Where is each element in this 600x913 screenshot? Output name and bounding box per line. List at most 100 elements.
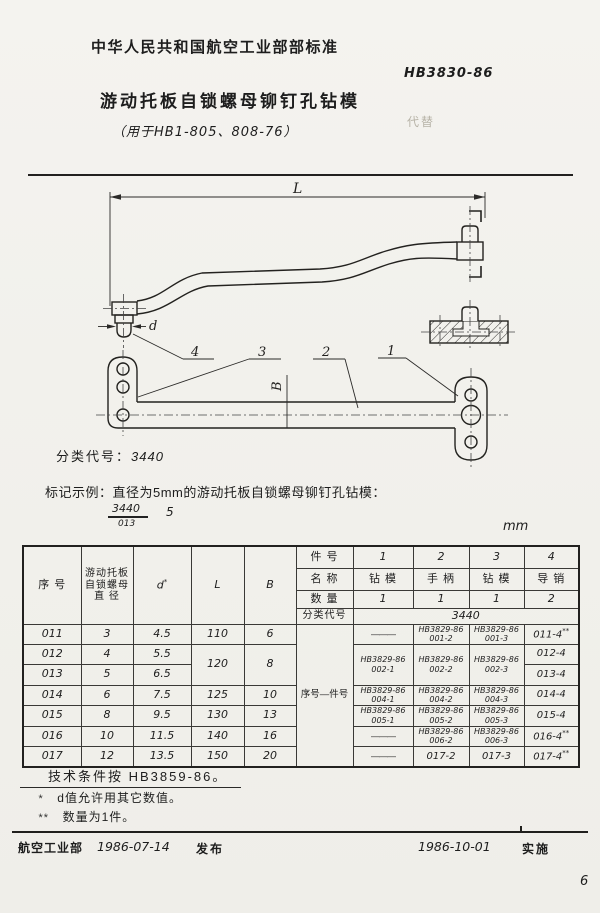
table-cell: HB3829-86 002-3 xyxy=(468,643,525,686)
table-cell: 150 xyxy=(190,745,245,768)
row-header-qty: 数 量 xyxy=(295,589,354,609)
part-qty-2: 1 xyxy=(412,589,470,609)
table-cell: 120 xyxy=(190,643,245,686)
table-cell: 015 xyxy=(22,704,82,727)
row-header-class: 分类代号 xyxy=(295,607,354,625)
centerlines-plan xyxy=(96,350,508,470)
classification-value: 3440 xyxy=(131,449,164,464)
units-label: mm xyxy=(503,519,529,534)
part-name-2: 手 柄 xyxy=(412,567,470,591)
table-cell: 015-4 xyxy=(523,704,580,727)
plan-view xyxy=(107,356,488,461)
table-cell: 014-4 xyxy=(523,684,580,706)
table-cell: 017-3 xyxy=(468,745,525,768)
table-cell: 017-2 xyxy=(412,745,470,768)
dim-d-label: d xyxy=(149,319,157,334)
footer-rule xyxy=(12,831,588,833)
centerlines-side xyxy=(103,206,471,348)
table-cell: 16 xyxy=(243,725,297,747)
table-cell: 12 xyxy=(80,745,134,768)
table-cell: 7.5 xyxy=(132,684,192,706)
marking-example: 标记示例：直径为5mm的游动托板自锁螺母铆钉孔钻模： xyxy=(45,485,386,500)
part-no-1: 1 xyxy=(352,545,414,569)
page-number: 6 xyxy=(580,874,589,889)
col-header-diameter: 游动托板 自锁螺母 直 径 xyxy=(80,545,134,625)
spec-table: 序 号 游动托板 自锁螺母 直 径 d* L B 件 号 1 2 3 4 名 称… xyxy=(22,545,580,768)
standard-body-header: 中华人民共和国航空工业部部标准 xyxy=(91,39,339,56)
supersedes-note: 代替 xyxy=(407,115,436,129)
footer-rule-tick xyxy=(520,826,522,832)
table-cell: 017 xyxy=(22,745,82,768)
seq-part-label: 序号—件号 xyxy=(295,623,354,768)
table-cell: 4 xyxy=(80,643,134,665)
table-cell: ——— xyxy=(352,745,414,768)
table-cell: 3 xyxy=(80,623,134,645)
table-cell: HB3829-86 001-3 xyxy=(468,623,525,645)
callout-2: 2 xyxy=(321,345,330,360)
part-qty-1: 1 xyxy=(352,589,414,609)
table-cell: 6.5 xyxy=(132,663,192,686)
release-date: 1986-07-14 xyxy=(97,839,170,854)
class-code-cell: 3440 xyxy=(352,607,580,625)
part-no-3: 3 xyxy=(468,545,525,569)
table-cell: 13 xyxy=(243,704,297,727)
designation-numerator: 3440 xyxy=(112,502,140,515)
handle-side-view xyxy=(111,225,484,338)
table-cell: 013 xyxy=(22,663,82,686)
standard-number: HB3830-86 xyxy=(404,66,494,81)
table-cell: 6 xyxy=(80,684,134,706)
section-cut-marks xyxy=(469,210,482,278)
doc-subtitle: （用于HB1-805、808-76） xyxy=(112,125,298,140)
part-name-1: 钻 模 xyxy=(352,567,414,591)
callout-4: 4 xyxy=(190,345,199,360)
table-cell: 6 xyxy=(243,623,297,645)
table-cell: HB3829-86 005-1 xyxy=(352,704,414,727)
part-no-2: 2 xyxy=(412,545,470,569)
table-cell: HB3829-86 006-3 xyxy=(468,725,525,747)
note-d-value: *d值允许用其它数值。 xyxy=(38,791,182,805)
dimension-d xyxy=(98,324,146,329)
col-header-d: d* xyxy=(132,545,192,625)
table-cell: 10 xyxy=(80,725,134,747)
table-cell: HB3829-86 001-2 xyxy=(412,623,470,645)
release-label: 发布 xyxy=(196,842,225,856)
table-cell: 11.5 xyxy=(132,725,192,747)
table-cell: 012 xyxy=(22,643,82,665)
designation-size: 5 xyxy=(166,505,174,519)
row-header-name: 名 称 xyxy=(295,567,354,591)
table-cell: 5 xyxy=(80,663,134,686)
col-header-L: L xyxy=(190,545,245,625)
table-cell: HB3829-86 005-2 xyxy=(412,704,470,727)
dim-L-label: L xyxy=(292,181,302,197)
table-cell: HB3829-86 005-3 xyxy=(468,704,525,727)
dimension-L xyxy=(109,192,486,306)
col-header-B: B xyxy=(243,545,297,625)
implement-label: 实施 xyxy=(522,842,551,856)
callout-3: 3 xyxy=(258,345,266,360)
part-no-4: 4 xyxy=(523,545,580,569)
technical-drawing: L d xyxy=(96,181,517,470)
table-cell: 013-4 xyxy=(523,663,580,686)
table-cell: 014 xyxy=(22,684,82,706)
table-cell: 110 xyxy=(190,623,245,645)
table-cell: 130 xyxy=(190,704,245,727)
table-cell: 4.5 xyxy=(132,623,192,645)
table-cell: 5.5 xyxy=(132,643,192,665)
table-cell: HB3829-86 002-2 xyxy=(412,643,470,686)
table-cell: ——— xyxy=(352,725,414,747)
table-cell: 016-4** xyxy=(523,725,580,747)
table-cell: HB3829-86 004-1 xyxy=(352,684,414,706)
table-cell: 125 xyxy=(190,684,245,706)
asterisk-mark: * xyxy=(38,793,44,805)
table-cell: 20 xyxy=(243,745,297,768)
table-cell: 011-4** xyxy=(523,623,580,645)
top-rule xyxy=(28,174,573,176)
part-qty-3: 1 xyxy=(468,589,525,609)
table-cell: HB3829-86 004-3 xyxy=(468,684,525,706)
part-qty-4: 2 xyxy=(523,589,580,609)
designation-fraction-bar xyxy=(108,516,148,518)
table-cell: HB3829-86 002-1 xyxy=(352,643,414,686)
table-cell: 9.5 xyxy=(132,704,192,727)
table-cell: 10 xyxy=(243,684,297,706)
